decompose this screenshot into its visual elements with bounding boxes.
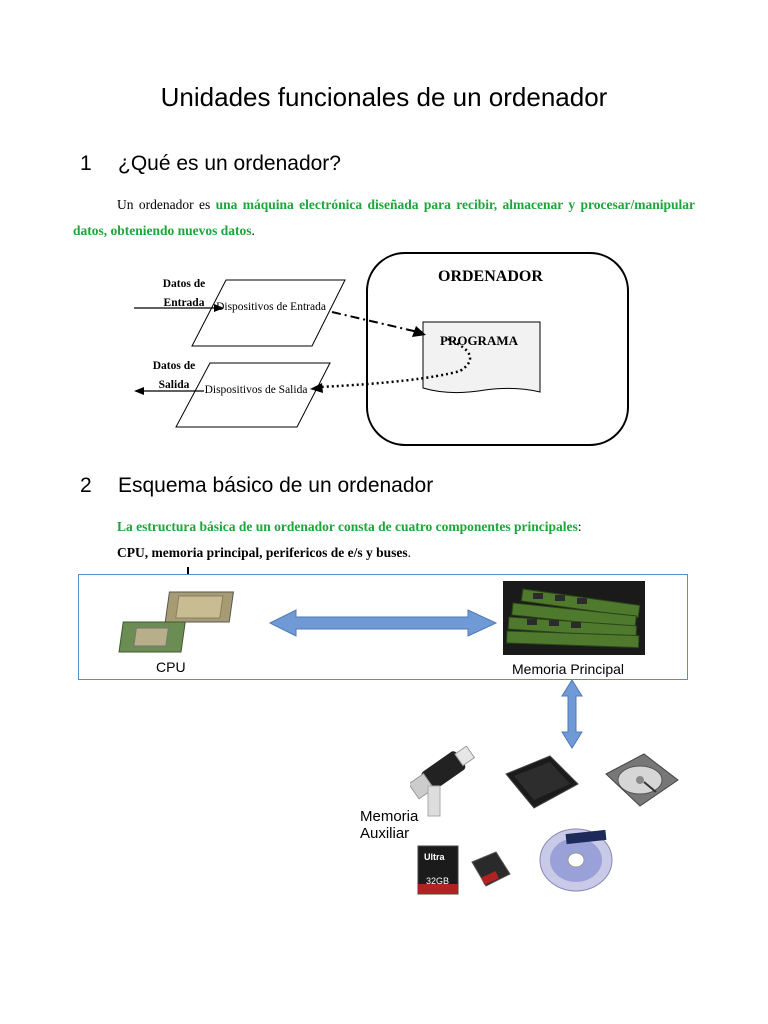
ram-label: Memoria Principal [512, 661, 625, 677]
cpu-chips-image [118, 591, 235, 653]
programa-document [422, 321, 541, 394]
ram-modules-image [503, 581, 645, 655]
section-1-paragraph: Un ordenador es una máquina electrónica … [73, 192, 695, 244]
output-device-label: Dispositivos de Salida [204, 384, 308, 396]
optical-disc-image [539, 828, 613, 892]
section-title: Esquema básico de un ordenador [118, 474, 434, 497]
sd-card-image [417, 845, 511, 895]
period: . [251, 223, 255, 238]
highlight-text: La estructura básica de un ordenador con… [117, 519, 578, 534]
section-1-heading: 1 ¿Qué es un ordenador? [80, 152, 341, 176]
section-title: ¿Qué es un ordenador? [118, 152, 341, 175]
colon: : [577, 519, 582, 534]
input-device-label: Dispositivos de Entrada [216, 301, 326, 313]
section-2-paragraph: La estructura básica de un ordenador con… [117, 514, 697, 566]
page-title: Unidades funcionales de un ordenador [160, 82, 608, 112]
input-data-label: Datos de Entrada [162, 278, 206, 309]
intro-text: Un ordenador es [117, 197, 216, 212]
memory-aux-bus-arrow [561, 679, 583, 749]
programa-label: PROGRAMA [440, 333, 518, 348]
ordenador-label: ORDENADOR [438, 268, 543, 285]
aux-memory-label: Memoria Auxiliar [360, 808, 419, 842]
output-data-label: Datos de Salida [152, 360, 196, 391]
ordenador-box [366, 252, 629, 446]
components-text: CPU, memoria principal, perifericos de e… [117, 545, 408, 560]
cursor-mark [187, 567, 189, 575]
period: . [407, 545, 411, 560]
section-number: 2 [80, 474, 92, 497]
cpu-memory-bus-arrow [268, 609, 498, 637]
cpu-label: CPU [156, 659, 186, 675]
input-device-shape [191, 279, 346, 347]
sd-size-text: 32GB [426, 876, 450, 886]
cpu-memory-box [78, 574, 688, 680]
usb-drive-image [410, 746, 476, 817]
section-2-heading: 2 Esquema básico de un ordenador [80, 474, 433, 498]
ordenador-diagram [134, 252, 629, 446]
hard-disk-image [605, 753, 679, 807]
output-device-shape [175, 362, 331, 428]
highlight-text: una máquina electrónica diseñada para re… [73, 197, 695, 238]
external-drive-image [505, 755, 579, 809]
section-number: 1 [80, 152, 92, 175]
ultra-text: Ultra [424, 852, 445, 862]
